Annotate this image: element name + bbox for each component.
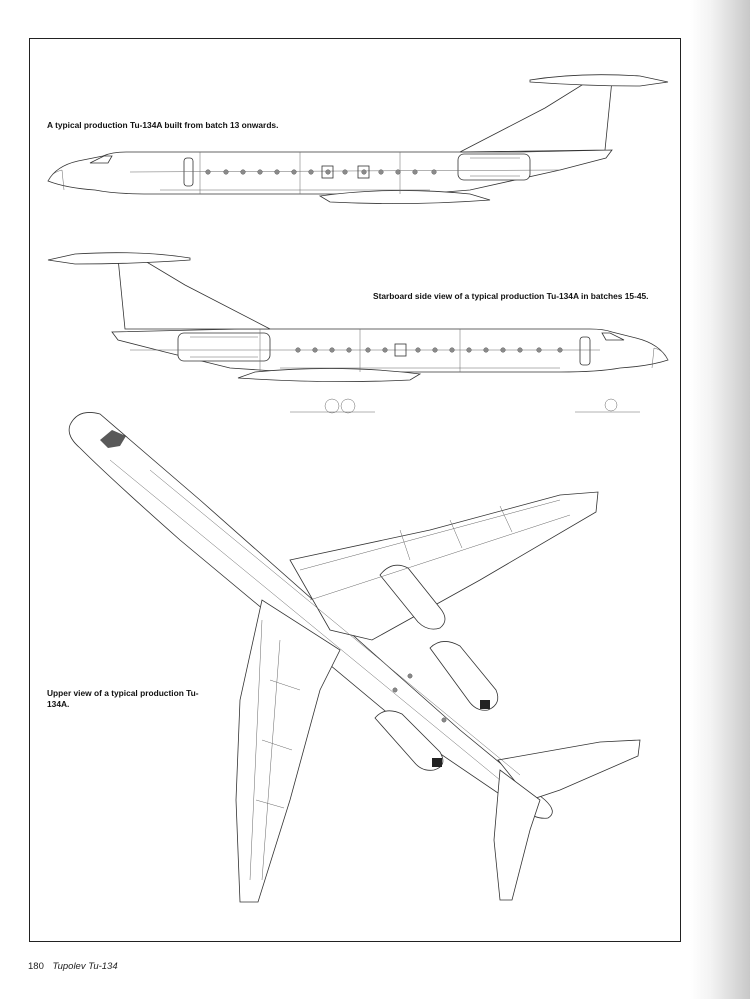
starboard-window-row xyxy=(295,343,563,357)
starboard-side-view-drawing xyxy=(47,252,669,414)
page-number: 180 xyxy=(28,961,44,972)
caption-starboard-side-view: Starboard side view of a typical product… xyxy=(373,291,649,301)
upper-view-markers xyxy=(392,673,447,723)
drawing-frame xyxy=(29,38,681,942)
page-footer: 180 Tupolev Tu-134 xyxy=(28,961,118,972)
upper-view-drawing xyxy=(68,412,641,903)
book-title: Tupolev Tu-134 xyxy=(52,961,118,972)
port-window-row xyxy=(205,165,437,179)
caption-port-side-view: A typical production Tu-134A built from … xyxy=(47,120,279,130)
page-edge-shadow xyxy=(690,0,750,999)
caption-upper-view: Upper view of a typical production Tu-13… xyxy=(47,688,199,709)
port-side-view-drawing xyxy=(47,74,669,204)
